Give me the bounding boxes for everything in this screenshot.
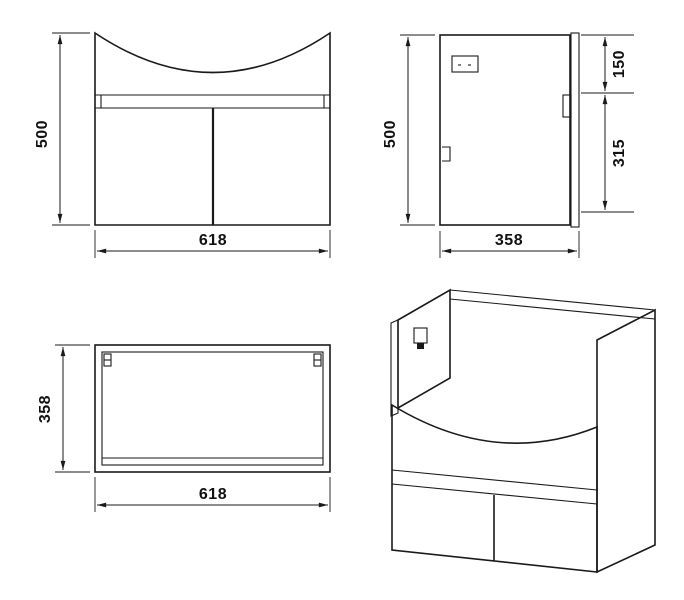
top-inner-wall [101,351,324,466]
top-view: 358 618 [37,344,331,512]
side-view: 500 150 315 358 [382,32,634,258]
front-cabinet-outline [94,31,331,226]
front-dim-height-label: 500 [34,120,51,148]
front-dim-width-label: 618 [199,232,227,249]
side-mount-plate [451,55,479,73]
iso-wall-bracket [413,327,428,344]
side-dim-depth-label: 358 [495,232,523,249]
top-outer-outline [94,344,331,473]
side-carcass-outline [439,34,571,226]
side-dim-lower-label: 315 [611,139,628,167]
side-hinge-bracket [442,146,451,162]
side-door-edge-strip [570,32,580,228]
iso-band-top [391,469,598,491]
iso-wall-bracket-clip [417,343,424,349]
side-handle [562,94,572,118]
iso-band-bottom [391,483,598,505]
iso-right-panel [596,308,656,574]
iso-back-rail-top [449,289,656,311]
side-dim-height-label: 500 [382,120,399,148]
top-dim-width-label: 618 [199,486,227,503]
isometric-view [390,288,656,574]
front-view: 500 618 [34,31,331,258]
side-dim-upper-label: 150 [611,50,628,78]
top-dim-depth-label: 358 [37,395,54,423]
iso-left-panel-edge [390,319,399,417]
iso-back-rail-bottom [449,298,656,320]
